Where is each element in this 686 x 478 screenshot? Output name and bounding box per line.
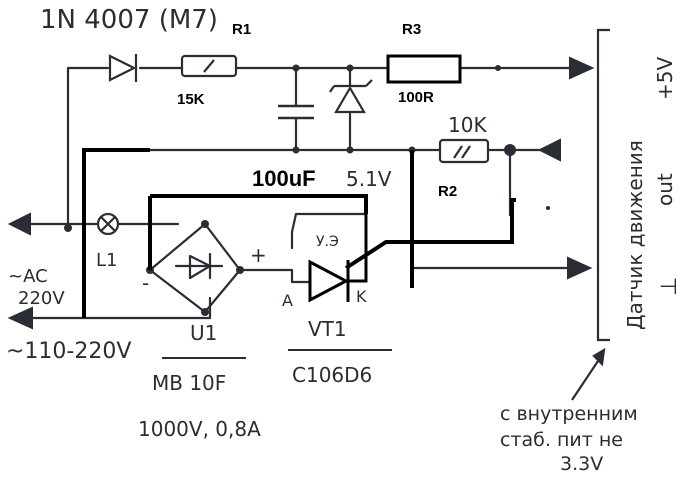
marker-wires (82, 148, 516, 318)
label-r1-value: 15K (177, 91, 205, 108)
label-thyristor-ref: VT1 (308, 317, 347, 341)
zener-diode (329, 79, 373, 114)
label-cathode: K (356, 287, 367, 306)
label-sensor-gnd: ⊥ (657, 277, 682, 296)
label-anode: A (282, 291, 293, 310)
label-ac-b: 220V (18, 288, 65, 309)
label-bridge-part: MB 10F (152, 371, 226, 395)
label-bridge-minus: - (142, 271, 149, 295)
label-lamp: L1 (96, 250, 117, 271)
label-r3: R3 (402, 21, 421, 38)
capacitor-c1 (278, 104, 314, 120)
label-ac-a: ~AC (8, 266, 48, 287)
label-r1: R1 (232, 21, 251, 38)
resistor-r1 (180, 54, 238, 78)
label-bridge-plus: + (250, 243, 267, 267)
diode-d1 (108, 54, 138, 82)
label-capacitor: 100uF (252, 166, 316, 191)
label-bridge-rating: 1000V, 0,8A (138, 417, 261, 441)
label-bridge-ref: U1 (190, 321, 217, 345)
pencil-arrows (7, 56, 595, 330)
label-sensor-vcc: +5V (653, 57, 677, 100)
label-mains-range: ~110-220V (6, 339, 131, 364)
label-zener: 5.1V (346, 167, 392, 191)
label-r3-value: 100R (398, 89, 434, 106)
note-arrow (571, 347, 606, 401)
label-note-line1: с внутренним (500, 403, 638, 425)
label-sensor-name: Датчик движения (623, 140, 647, 330)
lamp-l1 (96, 212, 120, 236)
label-note-line3: 3.3V (560, 453, 603, 475)
resistor-r3 (386, 54, 462, 84)
label-note-line2: стаб. пит не (500, 429, 623, 451)
motion-sensor-block (596, 28, 610, 342)
label-r2-value: 10K (448, 113, 487, 137)
label-d1-part: 1N 4007 (M7) (40, 5, 218, 35)
label-r2: R2 (438, 183, 457, 200)
resistor-r2 (438, 138, 490, 164)
label-thyristor-part: C106D6 (292, 363, 372, 387)
label-sensor-out: out (653, 173, 677, 206)
label-gate: У.Э (316, 234, 339, 250)
